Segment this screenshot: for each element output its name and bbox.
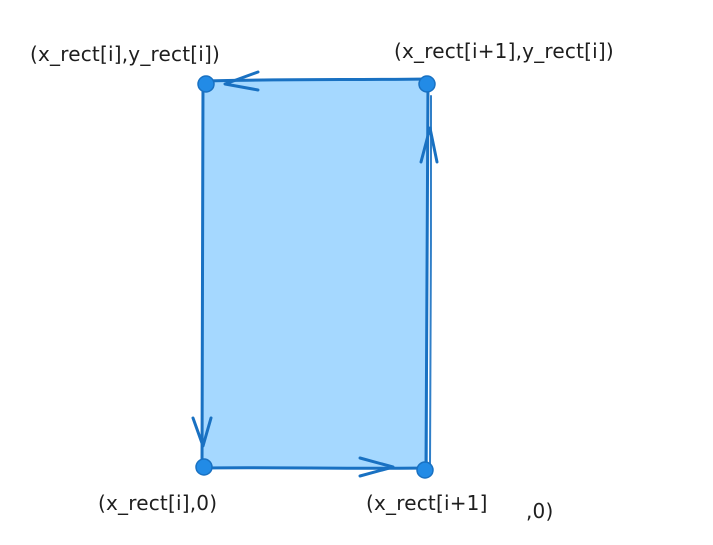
left-edge-arrowhead (191, 416, 213, 448)
bottom-edge-arrowhead (358, 456, 395, 478)
corner-point-top-left (197, 75, 215, 93)
bottom-edge (200, 466, 428, 470)
top-left-label: (x_rect[i],y_rect[i]) (30, 42, 221, 66)
rectangle-fill (202, 79, 428, 468)
bottom-right-label: (x_rect[i+1] (366, 491, 488, 515)
bottom-left-label: (x_rect[i],0) (98, 491, 218, 515)
bottom-right-label-suffix: ,0) (526, 499, 554, 523)
top-right-label: (x_rect[i+1],y_rect[i]) (394, 39, 614, 63)
left-edge (200, 78, 205, 470)
corner-point-bottom-left (195, 458, 213, 476)
corner-point-bottom-right (416, 461, 434, 479)
top-edge-arrowhead (223, 70, 260, 92)
right-edge-arrowhead (419, 126, 439, 164)
right-edge-sketch-stroke (429, 95, 432, 467)
corner-point-top-right (418, 75, 436, 93)
